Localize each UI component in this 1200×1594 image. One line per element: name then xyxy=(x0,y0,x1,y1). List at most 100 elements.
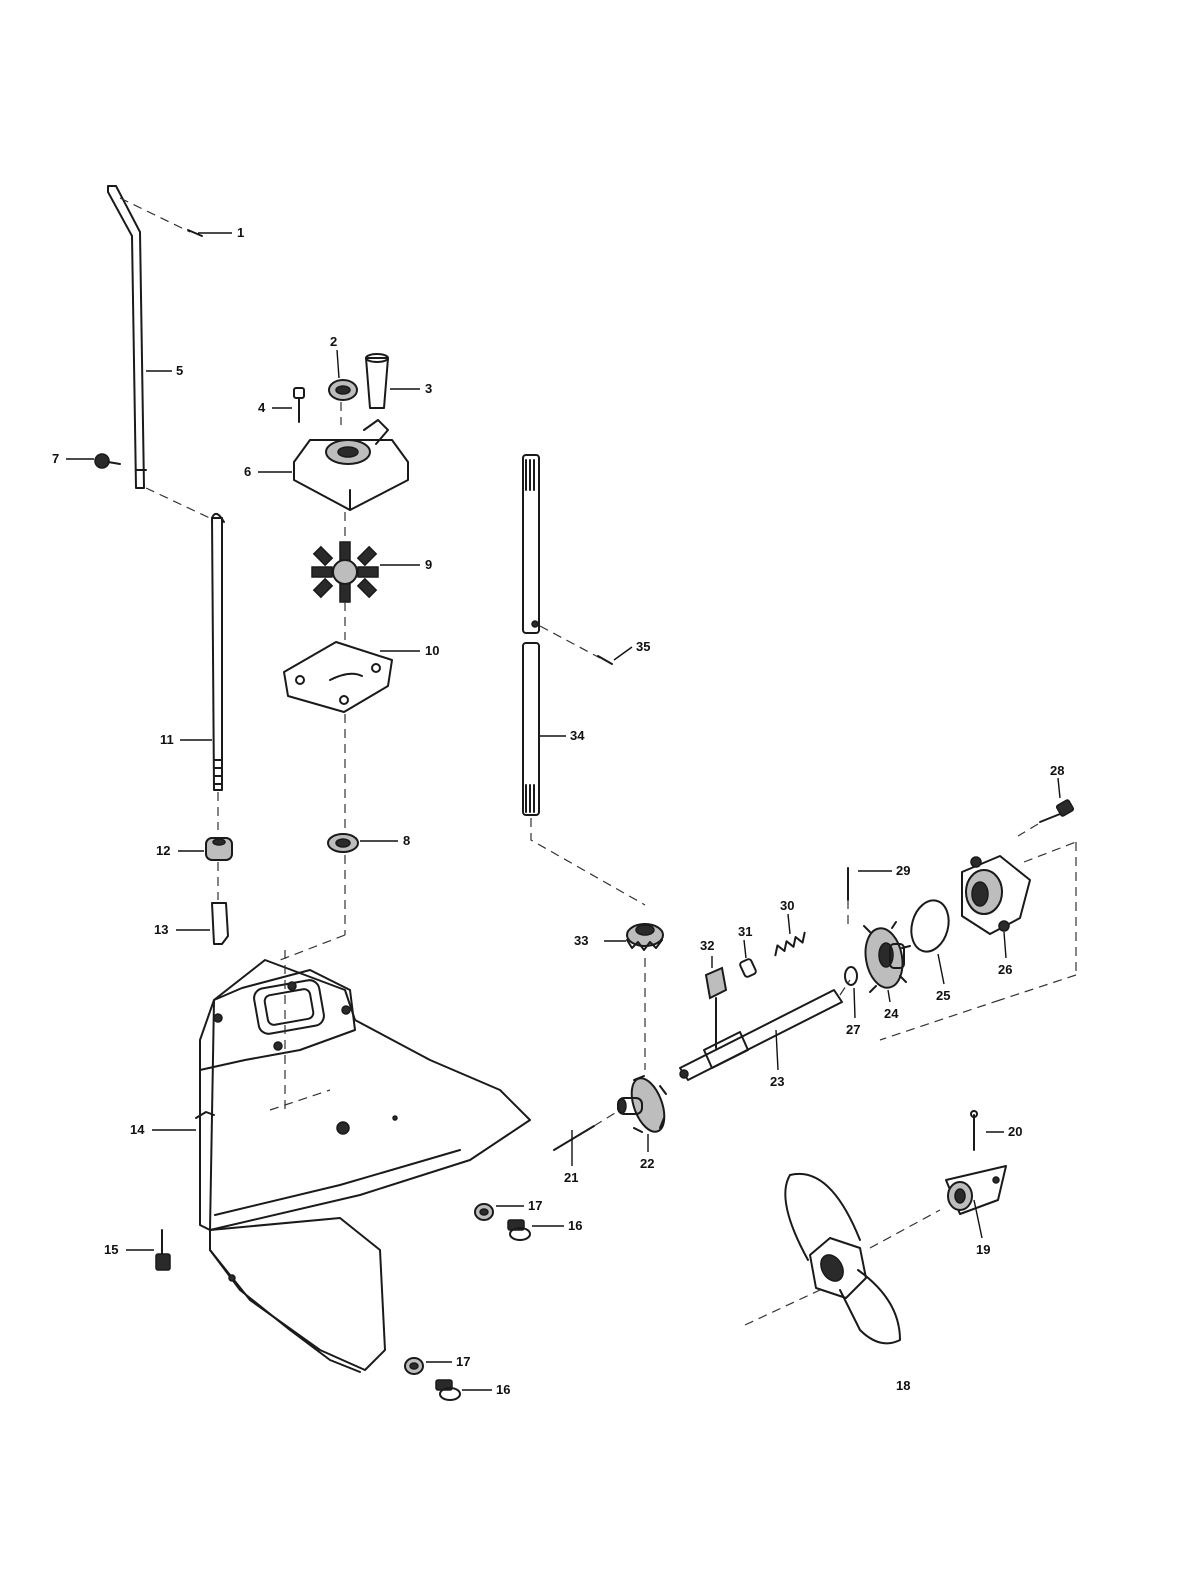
callout-15: 15 xyxy=(104,1242,118,1257)
part-32-shift-cradle xyxy=(704,966,728,1049)
part-5-upper-shift-rod xyxy=(107,185,147,489)
part-7-screw xyxy=(94,453,121,469)
part-16-plug-upper xyxy=(507,1219,531,1241)
callout-34: 34 xyxy=(570,728,585,743)
callout-31: 31 xyxy=(738,924,752,939)
part-13-shift-cam xyxy=(211,902,229,945)
part-11-lower-shift-rod xyxy=(211,512,225,791)
callout-23: 23 xyxy=(770,1074,784,1089)
callout-29: 29 xyxy=(896,863,910,878)
part-34-upper-driveshaft xyxy=(522,454,540,634)
part-30-spring xyxy=(774,931,806,957)
callout-17-upper: 17 xyxy=(528,1198,542,1213)
leader-line xyxy=(1057,777,1061,799)
callout-10: 10 xyxy=(425,643,439,658)
part-8-seal xyxy=(327,833,359,853)
part-16-plug-lower xyxy=(435,1379,461,1401)
part-6-water-pump-housing xyxy=(293,419,409,511)
dash-line xyxy=(539,625,601,659)
part-2-seal xyxy=(328,379,358,401)
callout-1: 1 xyxy=(237,225,244,240)
part-17-washer-upper xyxy=(474,1203,494,1221)
callout-20: 20 xyxy=(1008,1124,1022,1139)
callout-8: 8 xyxy=(403,833,410,848)
leader-line xyxy=(937,953,945,985)
callout-3: 3 xyxy=(425,381,432,396)
callout-19: 19 xyxy=(976,1242,990,1257)
dash-line xyxy=(879,999,1001,1041)
callout-18: 18 xyxy=(896,1378,910,1393)
part-1-pin xyxy=(187,229,203,237)
leader-line xyxy=(787,913,791,935)
leader-line xyxy=(743,939,747,959)
dash-line xyxy=(999,974,1077,1001)
leader-line xyxy=(613,646,633,661)
callout-5: 5 xyxy=(176,363,183,378)
callout-35: 35 xyxy=(636,639,650,654)
part-9-impeller xyxy=(311,541,379,603)
part-28-bolt xyxy=(1039,799,1075,823)
callout-30: 30 xyxy=(780,898,794,913)
callout-26: 26 xyxy=(998,962,1012,977)
callout-14: 14 xyxy=(130,1122,145,1137)
part-33-pinion-gear xyxy=(626,923,664,951)
callout-21: 21 xyxy=(564,1170,578,1185)
part-23-propeller-shaft xyxy=(679,989,843,1081)
part-24-reverse-gear xyxy=(863,921,911,993)
callout-4: 4 xyxy=(258,400,266,415)
callout-9: 9 xyxy=(425,557,432,572)
callout-2: 2 xyxy=(330,334,337,349)
dash-line xyxy=(839,979,851,996)
callout-33: 33 xyxy=(574,933,588,948)
part-14-gear-housing xyxy=(195,959,531,1373)
part-10-face-plate xyxy=(283,641,393,713)
dash-line xyxy=(269,1089,331,1111)
dash-line xyxy=(869,1209,941,1249)
part-20-cotter-pin xyxy=(970,1110,978,1151)
dash-line xyxy=(119,197,191,233)
part-12-bushing xyxy=(205,837,233,861)
part-21-pin xyxy=(553,1125,595,1151)
leader-line xyxy=(775,1029,779,1071)
part-31-slide xyxy=(739,958,757,978)
callout-32: 32 xyxy=(700,938,714,953)
part-18-propeller xyxy=(784,1172,901,1345)
dash-line xyxy=(145,487,215,521)
callout-16-upper: 16 xyxy=(568,1218,582,1233)
leader-line xyxy=(853,987,856,1019)
callout-6: 6 xyxy=(244,464,251,479)
callout-17-lower: 17 xyxy=(456,1354,470,1369)
dash-line xyxy=(1023,841,1077,863)
part-35-pin xyxy=(597,655,613,665)
callout-12: 12 xyxy=(156,843,170,858)
callout-25: 25 xyxy=(936,988,950,1003)
callout-28: 28 xyxy=(1050,763,1064,778)
dash-line xyxy=(530,818,646,906)
callout-7: 7 xyxy=(52,451,59,466)
callout-11: 11 xyxy=(160,732,174,747)
callout-27: 27 xyxy=(846,1022,860,1037)
part-3-tube-grommet xyxy=(365,353,389,409)
dash-line xyxy=(279,934,346,961)
callout-16-lower: 16 xyxy=(496,1382,510,1397)
part-15-bolt xyxy=(155,1229,171,1271)
part-19-prop-nut-cap xyxy=(945,1165,1007,1215)
callout-13: 13 xyxy=(154,922,168,937)
part-22-forward-gear xyxy=(617,1075,667,1133)
dash-line xyxy=(744,1289,821,1326)
leader-line xyxy=(973,1199,983,1239)
leader-line xyxy=(336,349,340,379)
part-25-o-ring xyxy=(910,899,950,953)
part-4-bolt xyxy=(293,387,305,423)
leader-line xyxy=(1003,931,1007,959)
callout-22: 22 xyxy=(640,1156,654,1171)
part-17-washer-lower xyxy=(404,1357,424,1375)
callout-24: 24 xyxy=(884,1006,899,1021)
part-27-washer xyxy=(844,966,858,986)
leader-line xyxy=(887,989,891,1003)
part-26-bearing-carrier xyxy=(961,855,1031,935)
part-34-lower-driveshaft xyxy=(522,642,540,816)
dash-line xyxy=(1017,823,1039,837)
dash-line xyxy=(593,1109,621,1127)
